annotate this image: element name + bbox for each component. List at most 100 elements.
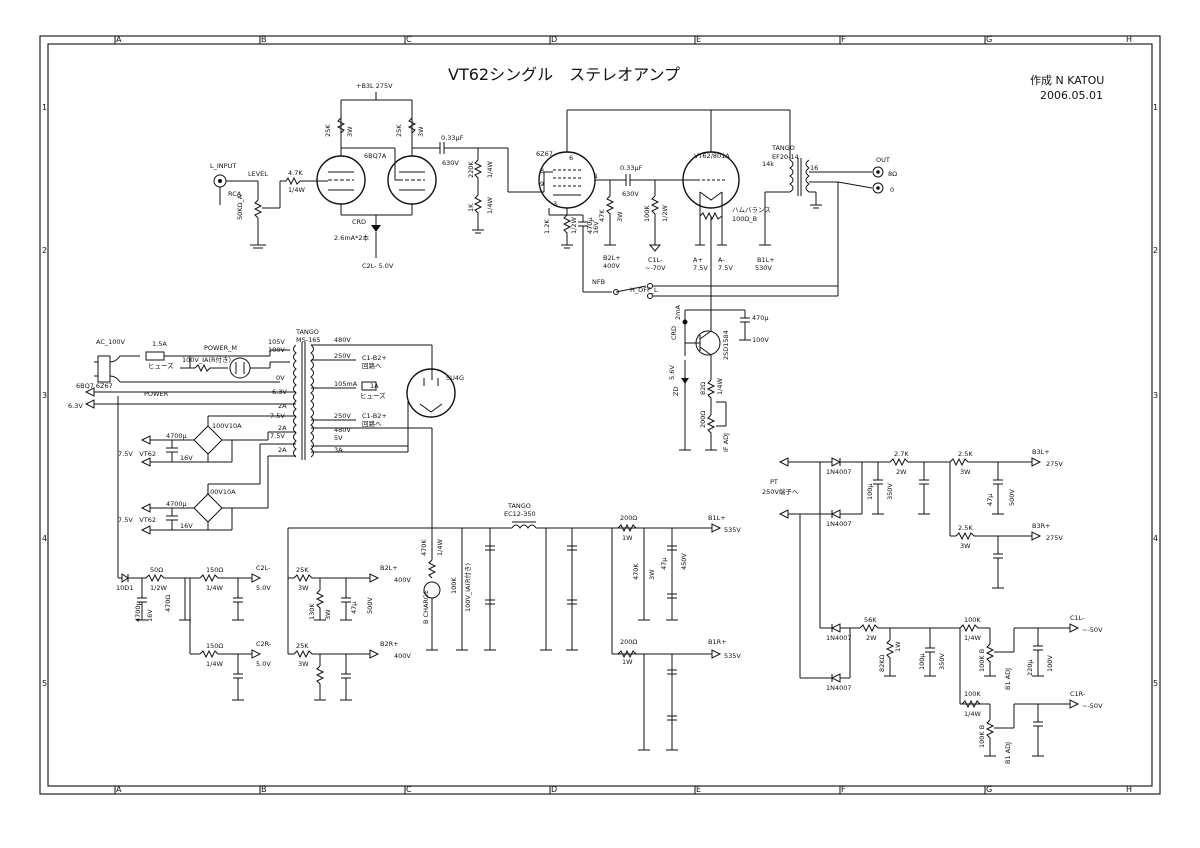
regulator-cap-volt: 100V bbox=[752, 336, 769, 344]
c2-r2-label: 150Ω bbox=[206, 566, 223, 574]
author-label: 作成 N KATOU bbox=[1030, 74, 1104, 87]
output-filament-b-volt: 7.5V bbox=[718, 264, 733, 272]
heater-cap1-volt: 16V bbox=[180, 454, 193, 462]
grid-row-4-right: 4 bbox=[1153, 534, 1158, 543]
bridge1-label: 100V10A bbox=[212, 422, 242, 430]
grid-col-b-top: B bbox=[261, 35, 267, 44]
grid-row-1-left: 1 bbox=[42, 103, 47, 112]
c1-supply: 1N4007 1N4007 56K 2W 82KΩ 1W 100μ 350V 1… bbox=[800, 614, 1103, 764]
preamp-coupling-cap: 0.33μF bbox=[441, 134, 464, 142]
input-stage: L_INPUT RCA LEVEL 50KΩ_A 4.7K 1/4W bbox=[210, 162, 318, 249]
pt-label: PT bbox=[770, 478, 778, 486]
transistor-label: 2SD1584 bbox=[722, 330, 730, 360]
preamp-plate1-label: 25K bbox=[324, 124, 332, 137]
preamp-plate2-watt: 3W bbox=[417, 126, 425, 137]
c2l-label: C2L- bbox=[256, 564, 271, 572]
heater-cap2-label: 4700μ bbox=[166, 500, 187, 508]
b1r-resistor-label: 200Ω bbox=[620, 638, 637, 646]
b1r-resistor-watt: 1W bbox=[622, 658, 633, 666]
b3l-label: B3L+ bbox=[1032, 448, 1050, 456]
nfb-switch: NFB H_OFF_L bbox=[583, 278, 838, 299]
tap-0v: 0V bbox=[276, 374, 285, 382]
output-filament-a-volt: 7.5V bbox=[693, 264, 708, 272]
c1-pot1-label: 100K B bbox=[978, 649, 986, 672]
regulator-adj-label: IF ADJ bbox=[722, 433, 730, 452]
driver-c1l-volt: ~-70V bbox=[645, 264, 666, 272]
fuse2-label: ヒューズ bbox=[360, 391, 386, 400]
input-label: L_INPUT bbox=[210, 162, 236, 170]
filament-regulator: CRD 2mA 2SD1584 470μ 100V ZD 5.6V 82Ω 1/… bbox=[668, 305, 769, 452]
preamp-crd-value: 2.6mA*2本 bbox=[334, 233, 370, 242]
grid-col-e-bottom: E bbox=[696, 785, 701, 794]
driver-pin1: 1 bbox=[594, 172, 598, 180]
input-resistor-watt: 1/4W bbox=[288, 186, 305, 194]
output-tube-label: VT62/801A bbox=[694, 152, 730, 160]
power-switch-label: POWER_M bbox=[204, 344, 237, 352]
b1-cap-label: 47μ bbox=[660, 558, 668, 570]
driver-c1l-label: C1L- bbox=[648, 256, 663, 264]
driver-tube-label: 6Z67 bbox=[536, 150, 553, 158]
fuse2-rating: 1A bbox=[370, 382, 379, 390]
b1l-volt: 535V bbox=[724, 526, 741, 534]
c1-pot2-label: 100K B bbox=[978, 725, 986, 748]
b2r-volt: 400V bbox=[394, 652, 411, 660]
rectifier-tube-label: 5U4G bbox=[446, 374, 464, 382]
grid-col-h-bottom: H bbox=[1126, 785, 1132, 794]
regulator-r1-watt: 1/4W bbox=[716, 378, 724, 395]
b3-r3-watt: 3W bbox=[960, 542, 971, 550]
regulator-r2-label: 200Ω bbox=[699, 411, 707, 428]
surge-label: 100V_IA(R付き) bbox=[182, 355, 231, 364]
grid-col-g-bottom: G bbox=[986, 785, 992, 794]
driver-pin9: 9 bbox=[540, 180, 544, 188]
grid-col-f-bottom: F bbox=[841, 785, 846, 794]
grid-col-d-top: D bbox=[551, 35, 557, 44]
c1b2-2-note: 回路へ bbox=[362, 419, 382, 428]
zener-volt: 5.6V bbox=[668, 365, 676, 380]
grid-col-c-bottom: C bbox=[406, 785, 412, 794]
c2-supply: 10D1 50Ω 1/2W 150Ω 1/4W C2L- 5.0V 150Ω 1… bbox=[116, 564, 272, 700]
schematic-title: VT62シングル ステレオアンプ bbox=[448, 65, 680, 84]
c2-r1-label: 50Ω bbox=[150, 566, 163, 574]
driver-grid-watt: 1/2W bbox=[661, 205, 669, 222]
tap-2a-3: 2A bbox=[278, 446, 287, 454]
b-charge-led-label: B CHARGE bbox=[422, 590, 430, 624]
grid-col-h-top: H bbox=[1126, 35, 1132, 44]
driver-cathode-watt: 1/2W bbox=[570, 217, 578, 234]
grid-col-c-top: C bbox=[406, 35, 412, 44]
regulator-cap-label: 470μ bbox=[752, 314, 769, 322]
preamp-grid-watt: 1/4W bbox=[486, 161, 494, 178]
preamp-tube-label: 6BQ7A bbox=[364, 152, 387, 160]
b2-cap-label: 47μ bbox=[350, 602, 358, 614]
b2r-label: B2R+ bbox=[380, 640, 399, 648]
c1-pot2-adj: B1 ADJ bbox=[1004, 742, 1012, 764]
c1l-label: C1L- bbox=[1070, 614, 1085, 622]
b3-diode1-label: 1N4007 bbox=[826, 468, 852, 476]
power-transformer-model: MS-165 bbox=[296, 336, 321, 344]
c2-r1-watt: 1/2W bbox=[150, 584, 167, 592]
date-label: 2006.05.01 bbox=[1040, 89, 1103, 102]
b2l-label: B2L+ bbox=[380, 564, 398, 572]
b1l-label: B1L+ bbox=[708, 514, 726, 522]
b3-cap1-label: 100μ bbox=[866, 483, 874, 500]
c1r-volt: ~-50V bbox=[1082, 702, 1103, 710]
c2-bleed-label: 470Ω bbox=[164, 595, 172, 612]
heater-volt-label: 6.3V bbox=[68, 402, 83, 410]
b1-bleed-label: 470K bbox=[632, 563, 640, 580]
tap-105ma: 105mA bbox=[334, 380, 358, 388]
c2-diode-label: 10D1 bbox=[116, 584, 133, 592]
power-transformer-label: TANGO bbox=[295, 328, 319, 336]
driver-pin3: 3 bbox=[553, 200, 557, 208]
output-b1l-volt: 530V bbox=[755, 264, 772, 272]
b2l-volt: 400V bbox=[394, 576, 411, 584]
tap-2a-1: 2A bbox=[278, 402, 287, 410]
c1-r1-label: 56K bbox=[864, 616, 877, 624]
preamp-stage: 6BQ7A +B3L 275V 25K 3W 25K 3W CRD 2.6mA*… bbox=[316, 82, 544, 270]
driver-stage: 6Z67 8 9 6 3 1 1.2K 1/2W 470μ 16V 47K 3W… bbox=[536, 109, 711, 292]
ac-input-label: AC_100V bbox=[96, 338, 126, 346]
c1-cap2-label: 220μ bbox=[1026, 659, 1034, 676]
b2r-resistor-label: 25K bbox=[296, 642, 309, 650]
input-resistor-label: 4.7K bbox=[288, 169, 303, 177]
grid-row-3-left: 3 bbox=[42, 391, 47, 400]
driver-b2l-volt: 400V bbox=[603, 262, 620, 270]
b1l-resistor-watt: 1W bbox=[622, 534, 633, 542]
